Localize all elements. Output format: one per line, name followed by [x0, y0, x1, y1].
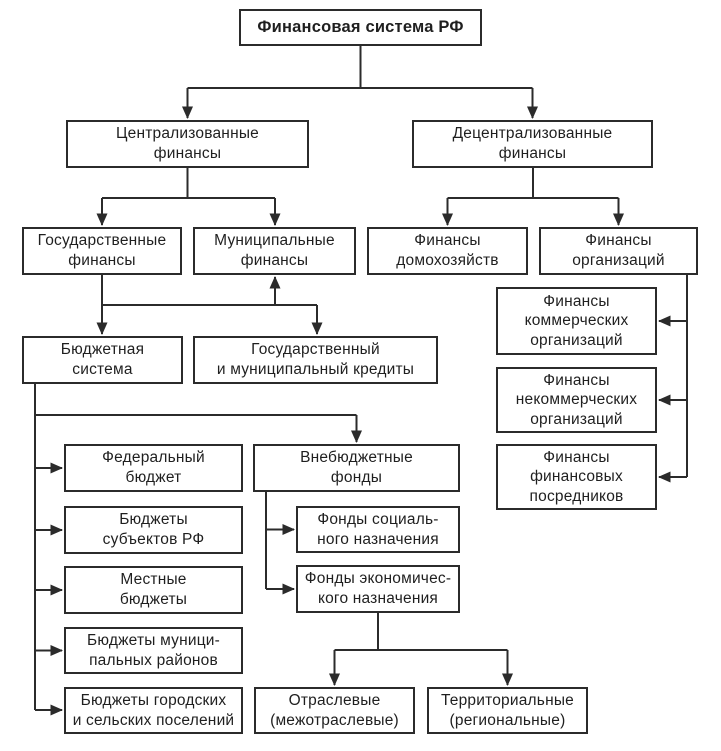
node-extrabudgetary-funds: Внебюджетные фонды: [253, 444, 460, 492]
node-commercial-org-finances: Финансы коммерческих организаций: [496, 287, 657, 355]
node-settlement-budgets: Бюджеты городских и сельских поселений: [64, 687, 243, 734]
node-local-budgets: Местные бюджеты: [64, 566, 243, 614]
node-state-municipal-credits: Государственный и муниципальный кредиты: [193, 336, 438, 384]
node-centralized-finances: Централизованные финансы: [66, 120, 309, 168]
connector-group: [34, 46, 688, 716]
node-financial-system-rf: Финансовая система РФ: [239, 9, 482, 46]
node-financial-intermediaries-finances: Финансы финансовых посредников: [496, 444, 657, 510]
node-decentralized-finances: Децентрализованные финансы: [412, 120, 653, 168]
node-noncommercial-org-finances: Финансы некоммерческих организаций: [496, 367, 657, 433]
node-sectoral-funds: Отраслевые (межотраслевые): [254, 687, 415, 734]
node-subject-budgets: Бюджеты субъектов РФ: [64, 506, 243, 554]
node-municipal-district-budgets: Бюджеты муници- пальных районов: [64, 627, 243, 674]
node-social-purpose-funds: Фонды социаль- ного назначения: [296, 506, 460, 553]
node-territorial-funds: Территориальные (региональные): [427, 687, 588, 734]
node-state-finances: Государственные финансы: [22, 227, 182, 275]
node-economic-purpose-funds: Фонды экономичес- кого назначения: [296, 565, 460, 613]
node-organization-finances: Финансы организаций: [539, 227, 698, 275]
node-budget-system: Бюджетная система: [22, 336, 183, 384]
node-municipal-finances: Муниципальные финансы: [193, 227, 356, 275]
node-household-finances: Финансы домохозяйств: [367, 227, 528, 275]
node-federal-budget: Федеральный бюджет: [64, 444, 243, 492]
